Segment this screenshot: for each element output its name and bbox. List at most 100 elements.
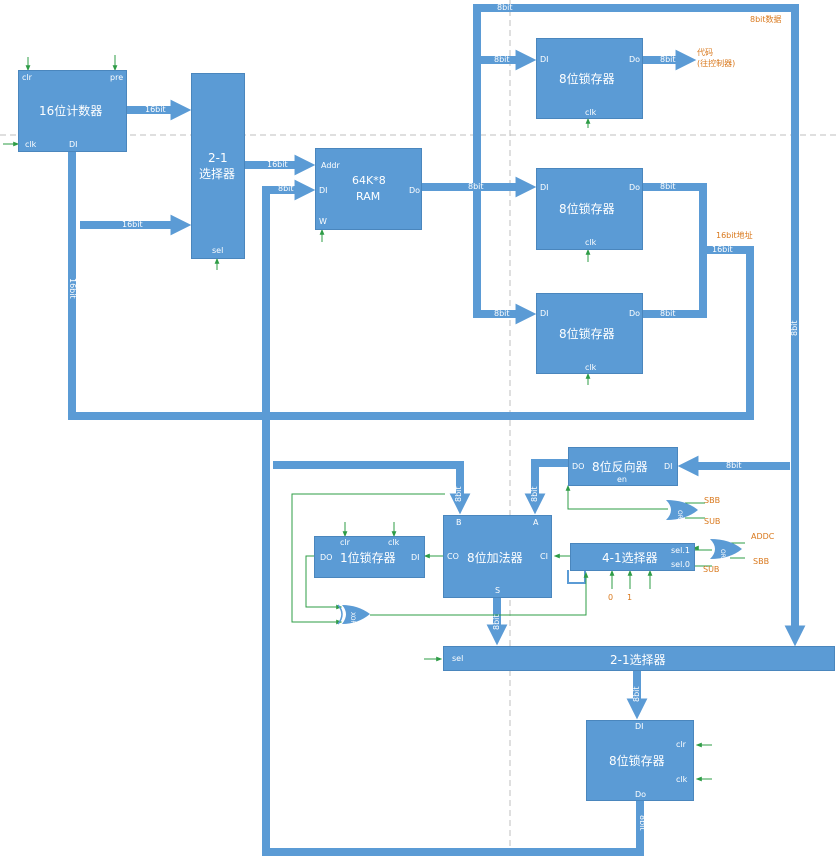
latch1-di-port: DI <box>411 553 420 562</box>
mux-4to1: 4-1选择器 sel.1 sel.0 <box>570 543 695 571</box>
latch-out-clr-port: clr <box>676 740 686 749</box>
latch-out-do-port: Do <box>635 790 647 799</box>
latch-b-title: 8位锁存器 <box>559 202 615 216</box>
note-sbb-2: SBB <box>753 557 770 566</box>
xor-gate: XOR <box>337 604 370 625</box>
latch-c-do-port: Do <box>629 309 641 318</box>
ram-title-1: 64K*8 <box>352 174 386 187</box>
mux4-sel1-port: sel.1 <box>671 546 690 555</box>
adder-co-port: CO <box>447 552 459 561</box>
thin-wires <box>567 570 586 584</box>
bus-label-adder-b: 8bit <box>454 486 463 502</box>
latch1-clr-port: clr <box>340 538 350 547</box>
latch-1bit: 1位锁存器 DO DI clr clk <box>314 536 425 578</box>
ram-do-port: Do <box>409 186 421 195</box>
bus-label-ram-do: 8bit <box>468 182 484 191</box>
inverter-en-port: en <box>617 475 627 484</box>
inverter-di-port: DI <box>664 462 673 471</box>
note-const-1: 1 <box>627 593 633 602</box>
mux-bottom-title: 2-1选择器 <box>610 653 666 667</box>
bus-label-mux-bottom-out: 8bit <box>632 686 641 702</box>
latch-a-di-port: DI <box>540 55 549 64</box>
note-sub-1: SUB <box>704 517 721 526</box>
xor-gate-label: XOR <box>349 612 356 625</box>
note-code: 代码 <box>697 48 713 57</box>
mux4-sel0-port: sel.0 <box>671 560 690 569</box>
inverter-8bit: 8位反向器 DO DI en <box>568 447 678 486</box>
control-lines <box>3 55 745 782</box>
note-16bit-address: 16bit地址 <box>716 231 753 240</box>
adder-b-port: B <box>456 518 462 527</box>
bus-label-counter-out: 16bit <box>145 105 166 114</box>
or-gate-sbb-label: OR <box>676 510 683 519</box>
adder-ci-port: CI <box>540 552 548 561</box>
latch-8bit-output: 8位锁存器 DI Do clr clk <box>586 720 694 801</box>
data-buses <box>61 4 806 856</box>
bus-label-latch-c-in: 8bit <box>494 309 510 318</box>
adder-8bit: 8位加法器 B A CO CI S <box>443 515 552 598</box>
counter-title: 16位计数器 <box>39 104 103 118</box>
latch1-clk-port: clk <box>388 538 400 547</box>
bus-label-right-8bit: 8bit <box>790 320 799 336</box>
bus-label-feedback-16bit: 16bit <box>68 278 77 299</box>
mux-2to1-bottom: 2-1选择器 sel <box>443 646 835 671</box>
bus-label-latch-out: 8bit <box>638 815 647 831</box>
note-addc: ADDC <box>751 532 775 541</box>
latch-8bit-addr-high: 8位锁存器 DI Do clk <box>536 168 643 250</box>
bus-label-latch-a-in: 8bit <box>494 55 510 64</box>
latch-b-do-port: Do <box>629 183 641 192</box>
mux-bottom-sel-port: sel <box>452 654 464 663</box>
latch1-title: 1位锁存器 <box>340 551 396 565</box>
bus-label-adder-a: 8bit <box>530 486 539 502</box>
latch-8bit-code: 8位锁存器 DI Do clk <box>536 38 643 119</box>
latch-b-di-port: DI <box>540 183 549 192</box>
latch-c-di-port: DI <box>540 309 549 318</box>
mux-top-sel-port: sel <box>212 246 224 255</box>
ram-w-port: W <box>319 217 327 226</box>
ram-di-port: DI <box>319 186 328 195</box>
latch-out-title: 8位锁存器 <box>609 754 665 768</box>
mux-top-title-2: 选择器 <box>199 167 236 181</box>
bus-label-adder-s: 8bit <box>492 614 501 630</box>
ram-addr-port: Addr <box>321 161 340 170</box>
mux4-title: 4-1选择器 <box>602 551 658 565</box>
latch-out-di-port: DI <box>635 722 644 731</box>
bus-label-addr-16bit: 16bit <box>712 245 733 254</box>
note-const-0: 0 <box>608 593 614 602</box>
bus-label-latch-a-out: 8bit <box>660 55 676 64</box>
adder-title: 8位加法器 <box>467 551 523 565</box>
or-gate-addc: OR <box>710 539 742 559</box>
note-8bit-data: 8bit数据 <box>750 15 782 24</box>
latch-a-title: 8位锁存器 <box>559 72 615 86</box>
bus-label-ram-di: 8bit <box>278 184 294 193</box>
or-gate-sbb: OR <box>666 500 698 520</box>
bus-label-inverter-in: 8bit <box>726 461 742 470</box>
mux-2to1-top: 2-1 选择器 sel <box>191 73 245 259</box>
latch-c-clk-port: clk <box>585 363 597 372</box>
latch-8bit-addr-low: 8位锁存器 DI Do clk <box>536 293 643 374</box>
latch-a-do-port: Do <box>629 55 641 64</box>
ram-64k: 64K*8 RAM Addr DI W Do <box>315 148 422 230</box>
or-gate-addc-label: OR <box>719 549 726 558</box>
mux-top-title-1: 2-1 <box>208 151 228 165</box>
latch1-do-port: DO <box>320 553 333 562</box>
counter-clr-port: clr <box>22 73 32 82</box>
note-sub-2: SUB <box>703 565 720 574</box>
adder-s-port: S <box>495 586 501 595</box>
latch-out-clk-port: clk <box>676 775 688 784</box>
latch-b-clk-port: clk <box>585 238 597 247</box>
counter-pre-port: pre <box>110 73 124 82</box>
latch-c-title: 8位锁存器 <box>559 327 615 341</box>
note-sbb-1: SBB <box>704 496 721 505</box>
note-to-controller: (往控制器) <box>697 59 736 68</box>
counter-di-port: DI <box>69 140 78 149</box>
counter-16bit: 16位计数器 clr pre clk DI <box>18 70 127 152</box>
bus-label-latch-c-out: 8bit <box>660 309 676 318</box>
bus-label-mux-in2: 16bit <box>122 220 143 229</box>
latch-a-clk-port: clk <box>585 108 597 117</box>
bus-label-latch-b-out: 8bit <box>660 182 676 191</box>
bus-label-mux-out: 16bit <box>267 160 288 169</box>
